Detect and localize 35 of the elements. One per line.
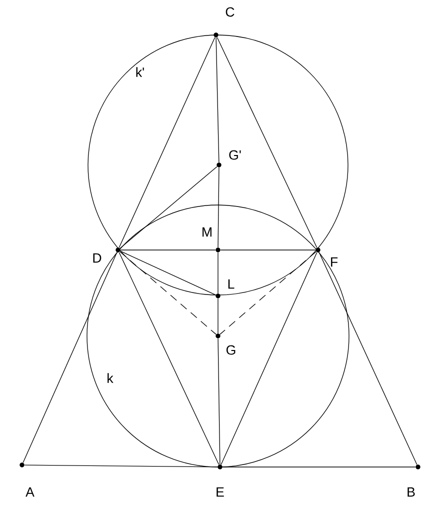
node-label: D <box>93 253 102 263</box>
point: L <box>216 279 234 298</box>
node-label: M <box>202 227 212 237</box>
point: G' <box>216 150 241 168</box>
line-segment <box>220 251 316 335</box>
line-segment <box>118 37 216 248</box>
point: C <box>214 7 234 38</box>
node-label: F <box>331 257 338 267</box>
point: F <box>316 248 338 267</box>
point: D <box>93 248 120 263</box>
line-segment <box>218 167 220 248</box>
line-segment <box>120 250 216 296</box>
line-segment <box>120 166 218 249</box>
line-segment <box>220 252 318 465</box>
node-label: B <box>408 487 415 497</box>
line-segment <box>118 252 220 465</box>
point: A <box>20 462 34 497</box>
line-segment <box>216 37 318 248</box>
point: M <box>202 227 220 252</box>
node-label: A <box>26 487 34 497</box>
line-segment <box>24 464 218 468</box>
node-label: C <box>226 7 234 17</box>
node-label: L <box>228 279 234 289</box>
node-label: G' <box>229 150 241 160</box>
point: B <box>408 464 420 497</box>
node-label: E <box>216 487 224 497</box>
line-segment <box>218 338 220 465</box>
node-label: G <box>226 345 236 355</box>
line-segment <box>222 466 416 468</box>
line-segment <box>120 251 216 335</box>
point: E <box>216 464 224 497</box>
line-segment <box>216 37 220 163</box>
point: G <box>216 334 236 355</box>
line-segment <box>22 252 118 463</box>
line-segment <box>318 252 418 465</box>
